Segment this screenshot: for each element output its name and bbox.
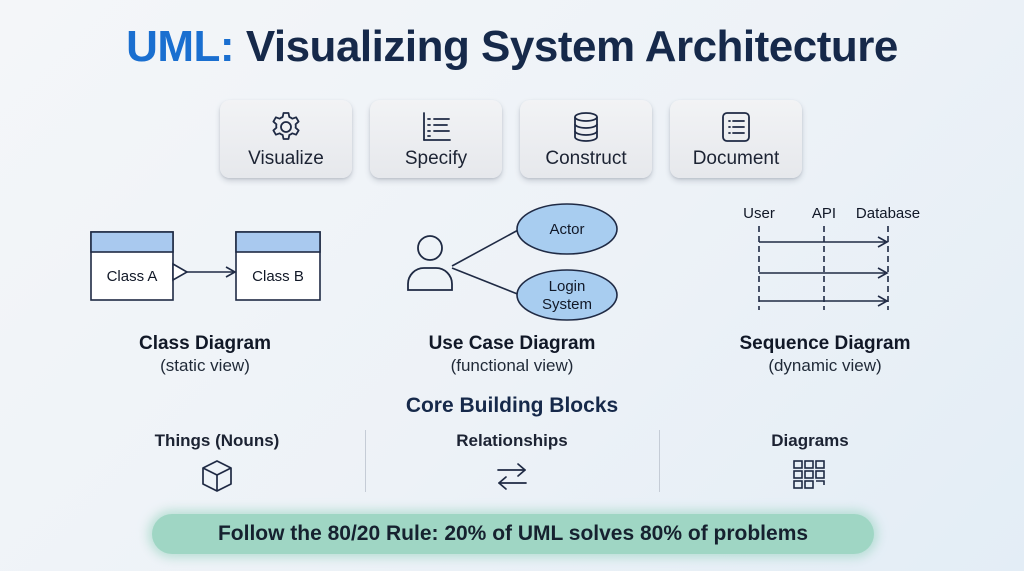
- purpose-card-visualize: Visualize: [220, 100, 352, 178]
- use-case-label: System: [542, 296, 592, 313]
- sequence-diagram: User API Database: [743, 205, 920, 310]
- participant-label: API: [812, 205, 836, 222]
- divider: [365, 430, 366, 492]
- block-label-relationships: Relationships: [456, 431, 568, 450]
- use-case-diagram-title: Use Case Diagram: [428, 333, 596, 354]
- arrowhead: [877, 236, 889, 248]
- use-case-diagram-subtitle: (functional view): [450, 356, 574, 375]
- divider: [659, 430, 660, 492]
- class-diagram-title: Class Diagram: [138, 333, 271, 354]
- association-arrow: [172, 262, 237, 282]
- class-diagram-subtitle: (static view): [160, 356, 250, 375]
- tip-banner: Follow the 80/20 Rule: 20% of UML solves…: [152, 514, 874, 554]
- purpose-card-document: Document: [670, 100, 802, 178]
- arrowhead: [877, 295, 889, 307]
- use-case-label: Login: [549, 278, 586, 295]
- gear-icon: [272, 112, 300, 140]
- purpose-card-specify: Specify: [370, 100, 502, 178]
- purpose-card-construct: Construct: [520, 100, 652, 178]
- list-icon: [423, 112, 451, 141]
- purpose-label: Document: [692, 148, 780, 169]
- cube-icon: [202, 460, 232, 492]
- participant-label: User: [743, 205, 775, 222]
- sequence-diagram-title: Sequence Diagram: [739, 333, 911, 354]
- class-box-a: Class A: [90, 231, 174, 301]
- purpose-label: Construct: [545, 148, 627, 169]
- sequence-diagram-subtitle: (dynamic view): [768, 356, 882, 375]
- actor-link: [451, 267, 521, 296]
- class-diagram: Class A Class B: [90, 231, 321, 301]
- use-case-ellipse: Login System: [516, 269, 618, 321]
- banner-text: Follow the 80/20 Rule: 20% of UML solves…: [217, 522, 809, 545]
- swap-arrows-icon: [497, 463, 527, 490]
- person-icon: [407, 235, 453, 291]
- actor-link: [451, 228, 521, 267]
- use-case-label: Actor: [549, 221, 584, 238]
- use-case-ellipse: Actor: [516, 203, 618, 255]
- class-box-b: Class B: [235, 231, 321, 301]
- database-icon: [574, 112, 598, 142]
- messages: [759, 236, 889, 307]
- core-blocks-title: Core Building Blocks: [405, 394, 619, 417]
- block-label-diagrams: Diagrams: [771, 431, 849, 450]
- participant-label: Database: [856, 205, 920, 222]
- lifelines: [758, 226, 889, 310]
- arrowhead: [877, 267, 889, 279]
- purpose-label: Specify: [404, 148, 468, 169]
- purpose-label: Visualize: [248, 148, 324, 169]
- class-b-label: Class B: [252, 268, 304, 285]
- title-rest: Visualizing System Architecture: [245, 22, 899, 71]
- grid-icon: [793, 460, 825, 489]
- class-a-label: Class A: [107, 268, 158, 285]
- block-label-things: Things (Nouns): [154, 431, 280, 450]
- document-icon: [722, 112, 750, 142]
- title-accent: UML:: [126, 22, 235, 71]
- page-title: UML: Visualizing System Architecture: [0, 22, 1024, 72]
- use-case-diagram: Actor Login System: [407, 203, 618, 321]
